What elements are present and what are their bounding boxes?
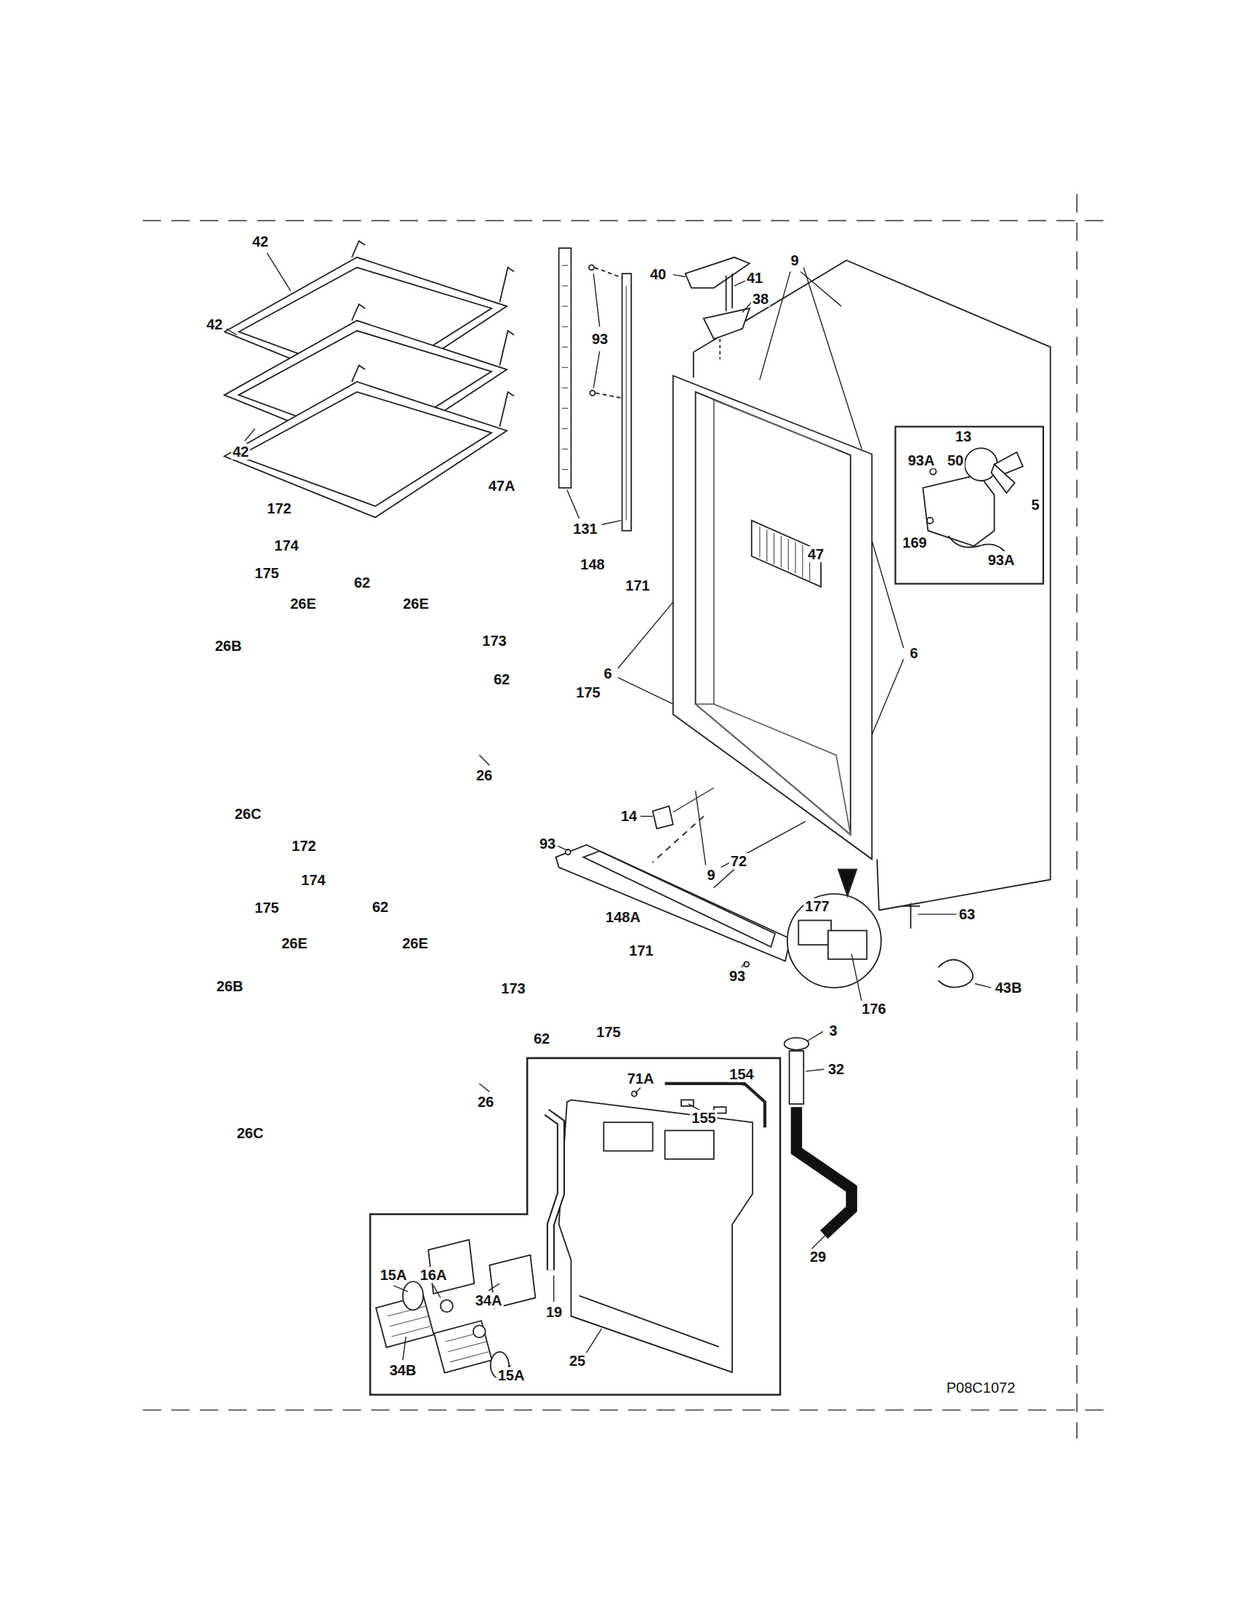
callout-number: 63 [957, 905, 977, 922]
callout-number: 3 [827, 1022, 839, 1039]
callout-number: 26B [215, 977, 246, 994]
callout-number: 174 [272, 537, 300, 554]
callout-number: 131 [571, 520, 599, 537]
callout-number: 32 [826, 1060, 846, 1077]
callout-number: 62 [532, 1030, 552, 1047]
callout-number: 175 [574, 684, 602, 701]
callout-number: 50 [945, 452, 965, 469]
callout-number: 40 [648, 266, 668, 283]
callout-number: 43B [993, 979, 1024, 996]
callout-number: 26 [476, 1093, 496, 1110]
callout-number: 13 [953, 428, 973, 445]
callout-number: 71A [625, 1070, 656, 1087]
callout-number: 34B [388, 1361, 419, 1378]
callout-number: 15A [378, 1266, 409, 1283]
callout-number: 172 [265, 500, 293, 517]
callout-number: 176 [860, 1000, 888, 1017]
callout-number: 42 [205, 316, 224, 333]
callout-number: 171 [623, 577, 651, 594]
callout-number: 26E [288, 595, 318, 612]
callout-number: 175 [253, 899, 280, 916]
callout-number: 172 [290, 837, 317, 854]
callout-number: 47A [487, 477, 517, 494]
callout-number: 169 [900, 534, 928, 551]
callout-number: 171 [627, 942, 655, 959]
drawing-code: P08C1072 [945, 1379, 1018, 1396]
callout-number: 62 [370, 898, 390, 915]
callout-number: 19 [544, 1303, 564, 1320]
callout-number: 175 [253, 564, 280, 581]
callout-number: 26 [474, 767, 494, 784]
callout-number: 15A [496, 1366, 527, 1383]
callout-number: 42 [250, 233, 270, 250]
callout-number: 26E [400, 934, 430, 951]
callout-number: 38 [751, 290, 770, 307]
callout-number: 9 [788, 252, 800, 269]
callout-number: 16A [418, 1266, 449, 1283]
callout-number: 9 [705, 866, 717, 883]
callout-number: 93 [590, 330, 610, 347]
callout-number: 41 [745, 269, 765, 286]
callout-number: 174 [299, 871, 327, 888]
callout-number: 93A [906, 452, 937, 469]
callout-number: 29 [808, 1248, 828, 1265]
callout-number: 173 [499, 980, 527, 997]
callout-number: 26E [401, 595, 431, 612]
callout-number: 93A [986, 551, 1017, 568]
callout-number: 72 [729, 852, 749, 869]
callout-number: 62 [352, 574, 372, 591]
callout-number: 93 [538, 835, 557, 852]
callout-number: 148A [604, 908, 642, 925]
callout-number: 173 [480, 632, 508, 649]
callout-number: 6 [602, 665, 613, 682]
callout-number: 25 [567, 1352, 587, 1369]
callout-number: 26C [233, 805, 264, 822]
callout-number: 177 [803, 897, 831, 914]
callout-number: 26C [235, 1124, 266, 1141]
callout-number: 14 [619, 807, 639, 824]
callout-number: 34A [474, 1291, 504, 1308]
callout-number: 62 [492, 671, 512, 688]
callout-number: 26B [213, 637, 244, 654]
callout-number: 5 [1029, 496, 1041, 513]
callout-number: 26E [279, 934, 309, 951]
callout-number: 175 [594, 1023, 622, 1040]
callout-number: 42 [231, 443, 251, 460]
callout-number: 6 [908, 644, 920, 661]
callout-number: 148 [578, 556, 606, 573]
callout-number: 154 [727, 1065, 755, 1082]
callout-number: 93 [727, 967, 747, 984]
callout-number: 47 [806, 546, 826, 563]
callout-number: 155 [689, 1109, 717, 1126]
